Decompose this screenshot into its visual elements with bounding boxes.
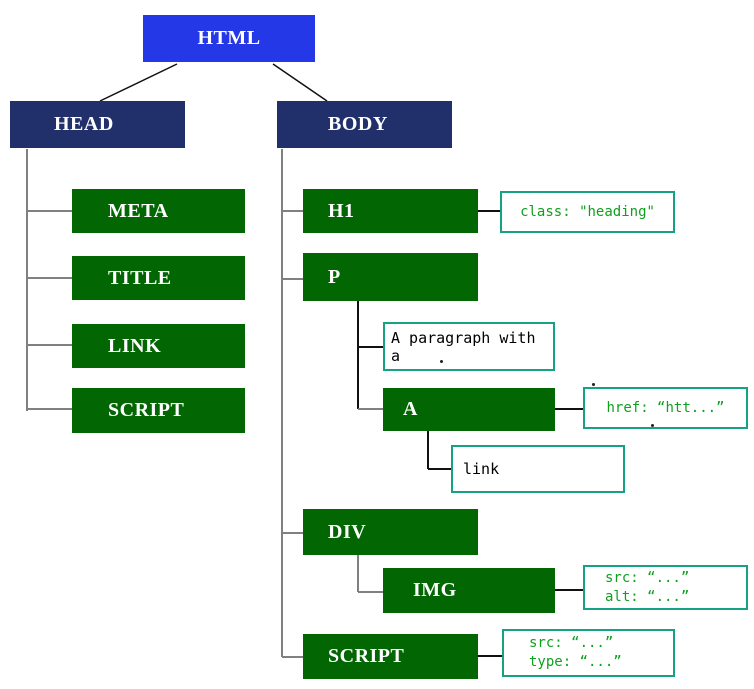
- edge-html-head: [99, 63, 178, 102]
- node-meta: META: [72, 189, 245, 233]
- paragraph-text: A paragraph with a: [391, 328, 536, 365]
- annotation-img-line1: src: “...”: [605, 569, 690, 586]
- node-a-label: A: [403, 398, 418, 420]
- node-html-label: HTML: [197, 27, 261, 49]
- node-head: HEAD: [10, 101, 185, 148]
- node-meta-label: META: [108, 199, 169, 222]
- node-title: TITLE: [72, 256, 245, 300]
- node-p: P: [303, 253, 478, 301]
- annotation-img-line2: alt: “...”: [605, 588, 690, 605]
- annotation-h1-line1: class: "heading": [520, 203, 655, 220]
- artifact-dot: [440, 360, 443, 363]
- node-title-label: TITLE: [108, 266, 172, 289]
- node-link: LINK: [72, 324, 245, 368]
- text-box-paragraph: A paragraph with a: [383, 322, 555, 371]
- node-p-label: P: [328, 265, 341, 288]
- node-h1: H1: [303, 189, 478, 233]
- annotation-script-line1: src: “...”: [529, 635, 614, 651]
- node-img: IMG: [383, 568, 555, 613]
- node-head-label: HEAD: [54, 113, 114, 135]
- annotation-a-href: href: “htt...”: [583, 387, 748, 429]
- annotation-a-line1: href: “htt...”: [606, 399, 725, 416]
- node-div: DIV: [303, 509, 478, 555]
- node-script-head-label: SCRIPT: [108, 399, 185, 421]
- node-script-body: SCRIPT: [303, 634, 478, 679]
- node-div-label: DIV: [328, 520, 367, 543]
- node-body: BODY: [277, 101, 452, 148]
- annotation-img-attrs: src: “...” alt: “...”: [583, 565, 748, 610]
- node-body-label: BODY: [328, 113, 388, 135]
- annotation-h1-class: class: "heading": [500, 191, 675, 233]
- node-script-body-label: SCRIPT: [328, 645, 405, 667]
- node-link-label: LINK: [108, 334, 162, 357]
- node-html: HTML: [143, 15, 315, 62]
- artifact-dot: [592, 383, 595, 386]
- annotation-script-attrs: src: “...” type: “...”: [502, 629, 675, 677]
- node-a: A: [383, 388, 555, 431]
- link-text: link: [463, 460, 500, 478]
- edge-html-body: [272, 63, 328, 102]
- node-h1-label: H1: [328, 199, 355, 222]
- text-box-link: link: [451, 445, 625, 493]
- node-img-label: IMG: [413, 579, 457, 601]
- annotation-script-line2: type: “...”: [529, 654, 622, 670]
- node-script-head: SCRIPT: [72, 388, 245, 433]
- artifact-dot: [651, 424, 654, 427]
